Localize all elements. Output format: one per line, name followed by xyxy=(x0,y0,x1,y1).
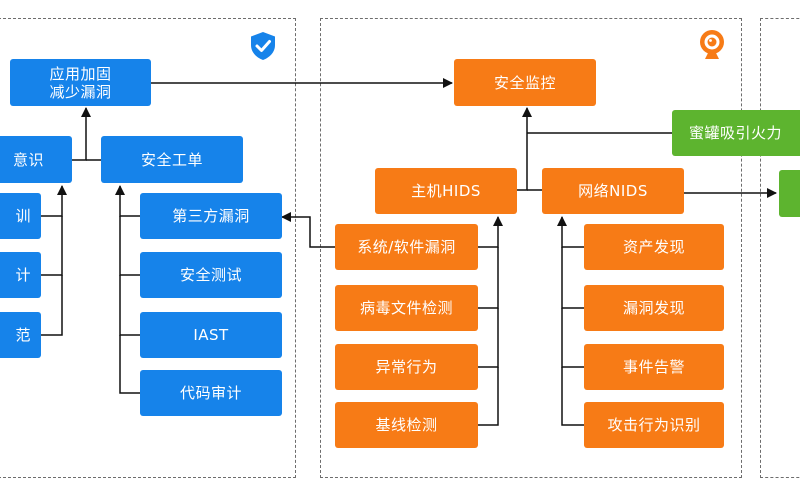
security-awareness-node: 意识 xyxy=(0,136,72,183)
asset-discovery-label: 资产发现 xyxy=(622,238,685,256)
attack-behavior-recognition-node: 攻击行为识别 xyxy=(584,402,724,448)
connector-line xyxy=(41,185,67,217)
partial-item-1-label: 训 xyxy=(15,207,31,225)
system-software-vuln-node: 系统/软件漏洞 xyxy=(335,224,478,270)
connector-line xyxy=(281,212,335,248)
connector-line xyxy=(478,216,503,248)
iast-label: IAST xyxy=(193,326,229,344)
virus-file-detection-label: 病毒文件检测 xyxy=(359,299,453,317)
abnormal-behavior-label: 异常行为 xyxy=(375,358,438,376)
shield-check-icon xyxy=(251,32,275,60)
connector-line xyxy=(119,335,140,394)
middle-panel xyxy=(320,18,742,478)
honeypot-node: 蜜罐吸引火力 xyxy=(672,110,800,156)
partial-item-2: 计 xyxy=(0,252,41,298)
security-monitoring-node: 安全监控 xyxy=(454,59,596,106)
connector-line xyxy=(119,275,140,336)
security-test-node: 安全测试 xyxy=(140,252,282,298)
nids-label: 网络NIDS xyxy=(578,182,648,200)
connector-line xyxy=(561,247,584,309)
third-party-vuln-label: 第三方漏洞 xyxy=(172,207,250,225)
connector-line xyxy=(561,308,584,368)
left-panel xyxy=(0,18,296,478)
vuln-discovery-node: 漏洞发现 xyxy=(584,285,724,331)
connector-line xyxy=(41,275,63,336)
event-alert-node: 事件告警 xyxy=(584,344,724,390)
baseline-check-node: 基线检测 xyxy=(335,402,478,448)
connector-line xyxy=(561,367,584,426)
connector-line xyxy=(72,107,91,161)
partial-item-3: 范 xyxy=(0,312,41,358)
security-awareness-label: 意识 xyxy=(12,150,44,169)
app-hardening-line2: 减少漏洞 xyxy=(49,82,112,101)
third-party-vuln-node: 第三方漏洞 xyxy=(140,193,282,239)
connector-line xyxy=(478,308,499,368)
right-panel xyxy=(760,18,800,478)
vuln-discovery-label: 漏洞发现 xyxy=(622,299,685,317)
event-alert-label: 事件告警 xyxy=(622,358,685,376)
connector-line xyxy=(119,216,140,276)
abnormal-behavior-node: 异常行为 xyxy=(335,344,478,390)
connector-line xyxy=(478,367,499,426)
code-audit-label: 代码审计 xyxy=(179,384,242,402)
hids-label: 主机HIDS xyxy=(411,182,481,200)
security-test-label: 安全测试 xyxy=(179,266,242,284)
security-ticket-label: 安全工单 xyxy=(140,150,203,169)
baseline-check-label: 基线检测 xyxy=(375,416,438,434)
webcam-icon xyxy=(700,30,724,59)
asset-discovery-node: 资产发现 xyxy=(584,224,724,270)
virus-file-detection-node: 病毒文件检测 xyxy=(335,285,478,331)
app-hardening-node: 应用加固 减少漏洞 xyxy=(10,59,151,106)
connector-line xyxy=(41,216,63,276)
iast-node: IAST xyxy=(140,312,282,358)
partial-item-1: 训 xyxy=(0,193,41,239)
connector-line xyxy=(517,107,532,191)
partial-item-2-label: 计 xyxy=(15,266,31,284)
attack-behavior-recognition-label: 攻击行为识别 xyxy=(607,416,701,434)
hids-node: 主机HIDS xyxy=(375,168,517,214)
partial-item-3-label: 范 xyxy=(15,326,31,344)
code-audit-node: 代码审计 xyxy=(140,370,282,416)
app-hardening-line1: 应用加固 xyxy=(49,64,112,83)
connector-line xyxy=(478,247,499,309)
right-panel-node xyxy=(779,170,800,217)
security-ticket-node: 安全工单 xyxy=(101,136,243,183)
connector-line xyxy=(115,185,140,217)
honeypot-label: 蜜罐吸引火力 xyxy=(689,124,783,142)
system-software-vuln-label: 系统/软件漏洞 xyxy=(357,238,456,256)
security-monitoring-label: 安全监控 xyxy=(493,73,556,92)
nids-node: 网络NIDS xyxy=(542,168,684,214)
connector-line xyxy=(557,216,584,248)
